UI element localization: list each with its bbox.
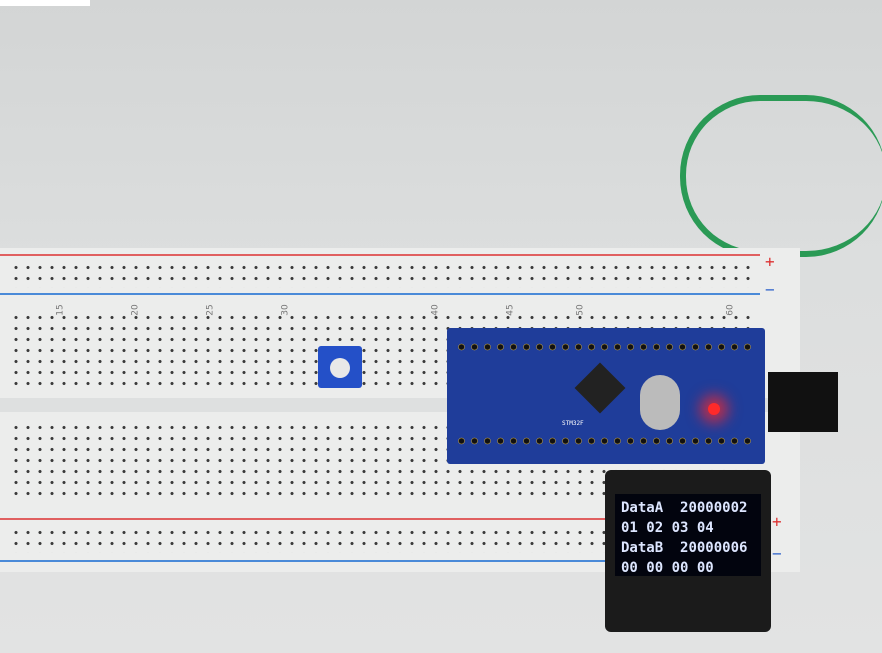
oled-line1-value: 20000002 [680, 500, 748, 516]
oled-line3-value: 20000006 [680, 540, 748, 556]
power-led [708, 403, 720, 415]
column-number: 60 [725, 304, 736, 316]
jumper-cable [680, 95, 882, 257]
top-bar [0, 0, 90, 6]
rail-plus-lower: + [772, 512, 782, 531]
board-label: STM32F [562, 420, 584, 427]
potentiometer [318, 346, 362, 388]
rail-minus-lower: − [772, 544, 782, 563]
column-number: 40 [430, 304, 441, 316]
column-number: 50 [575, 304, 586, 316]
column-number: 45 [505, 304, 516, 316]
oled-line4: 00 00 00 00 [621, 560, 714, 576]
column-number: 15 [55, 304, 66, 316]
oled-display: DataA 20000002 01 02 03 04 DataB 2000000… [605, 470, 771, 632]
column-number: 25 [205, 304, 216, 316]
column-number: 30 [280, 304, 291, 316]
cable-connector [768, 372, 838, 432]
oled-screen: DataA 20000002 01 02 03 04 DataB 2000000… [615, 494, 761, 576]
column-number: 20 [130, 304, 141, 316]
rail-minus: − [765, 280, 775, 299]
oled-line1-label: DataA [621, 500, 664, 516]
rail-plus: + [765, 252, 775, 271]
crystal [640, 375, 680, 430]
oled-line2: 01 02 03 04 [621, 520, 714, 536]
oled-line3-label: DataB [621, 540, 664, 556]
